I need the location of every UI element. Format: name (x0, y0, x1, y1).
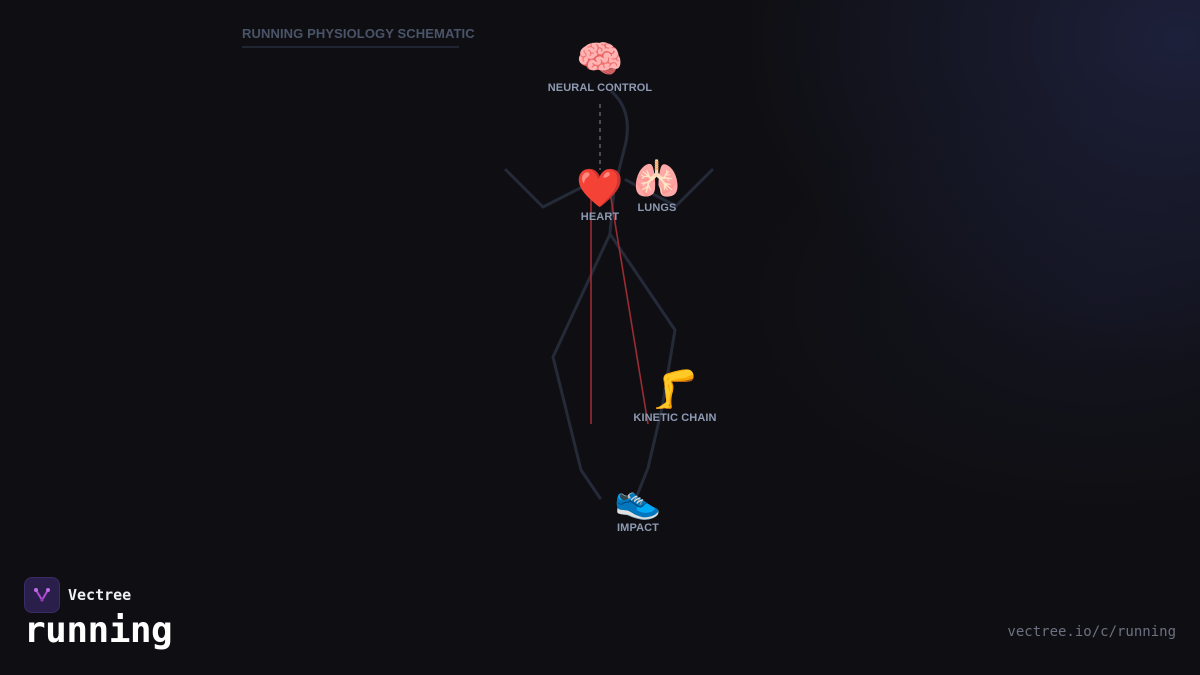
node-label: IMPACT (617, 522, 659, 534)
topic-title: running (24, 610, 173, 651)
lungs-icon: 🫁 (633, 159, 681, 201)
source-url[interactable]: vectree.io/c/running (1007, 624, 1176, 640)
brand: Vectree (24, 577, 131, 613)
left-leg (551, 232, 612, 500)
node-heart: ❤️ HEART (576, 167, 623, 223)
vectree-logo-icon (24, 577, 60, 613)
node-label: NEURAL CONTROL (547, 82, 653, 94)
title-underline (242, 46, 459, 48)
leg-icon: 🦵 (651, 369, 699, 411)
node-kinetic-chain: 🦵 KINETIC CHAIN (633, 368, 716, 424)
node-impact: 👟 IMPACT (614, 478, 661, 534)
left-arm (504, 168, 598, 209)
brand-name: Vectree (68, 586, 132, 604)
node-label: KINETIC CHAIN (633, 412, 717, 424)
node-label: LUNGS (637, 202, 677, 214)
heart-kinetic-link (609, 191, 649, 425)
brain-icon: 🧠 (576, 39, 624, 81)
heart-icon: ❤️ (576, 168, 624, 210)
right-arm (624, 168, 714, 208)
node-lungs: 🫁 LUNGS (633, 158, 680, 214)
right-leg (608, 232, 677, 500)
node-label: HEART (580, 211, 620, 223)
running-shoe-icon: 👟 (614, 479, 662, 521)
head-neck-line (608, 90, 629, 234)
node-neural-control: 🧠 NEURAL CONTROL (548, 38, 652, 94)
page-title: RUNNING PHYSIOLOGY SCHEMATIC (242, 26, 475, 41)
